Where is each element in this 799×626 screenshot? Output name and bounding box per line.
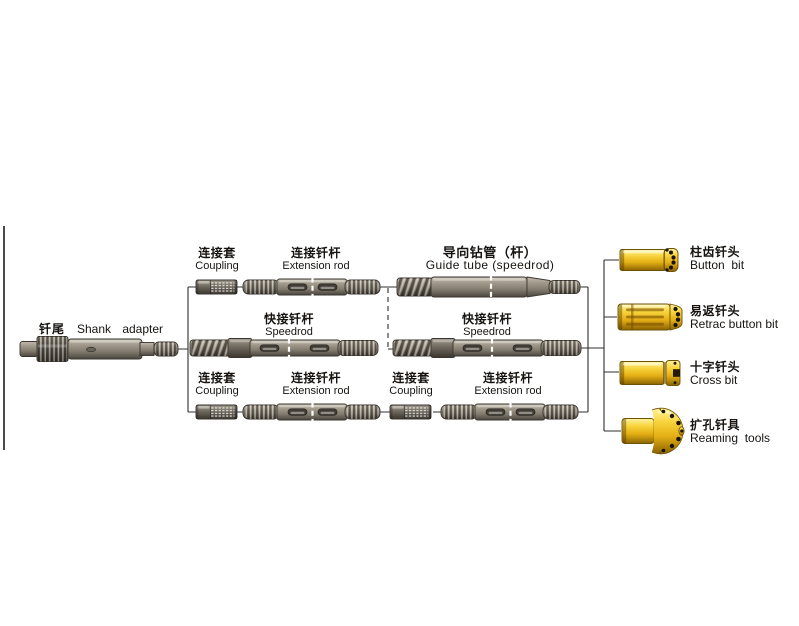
connector-lines: [178, 259, 621, 432]
coupling-top-illustration: [195, 279, 238, 295]
extension-rod-top-illustration: [241, 276, 382, 298]
extension-rod-bottom-right-illustration: [439, 401, 580, 423]
guide-tube-illustration: [395, 274, 582, 300]
coupling-bottom-left-illustration: [195, 404, 238, 420]
retrac-button-bit-illustration: [617, 303, 683, 331]
guide-tube-label: 导向钻管（杆）Guide tube (speedrod): [425, 245, 555, 272]
coupling-bottom-mid-illustration: [389, 404, 432, 420]
page-edge-artifact: [3, 226, 5, 450]
shank-adapter-illustration: [19, 336, 179, 362]
button-bit-illustration: [619, 248, 679, 272]
reaming-tool-illustration: [621, 407, 685, 455]
speedrod-right-illustration: [391, 337, 583, 359]
speedrod-left-illustration: [188, 337, 380, 359]
cross-bit-illustration: [619, 360, 681, 386]
extension-rod-bottom-left-illustration: [241, 401, 382, 423]
